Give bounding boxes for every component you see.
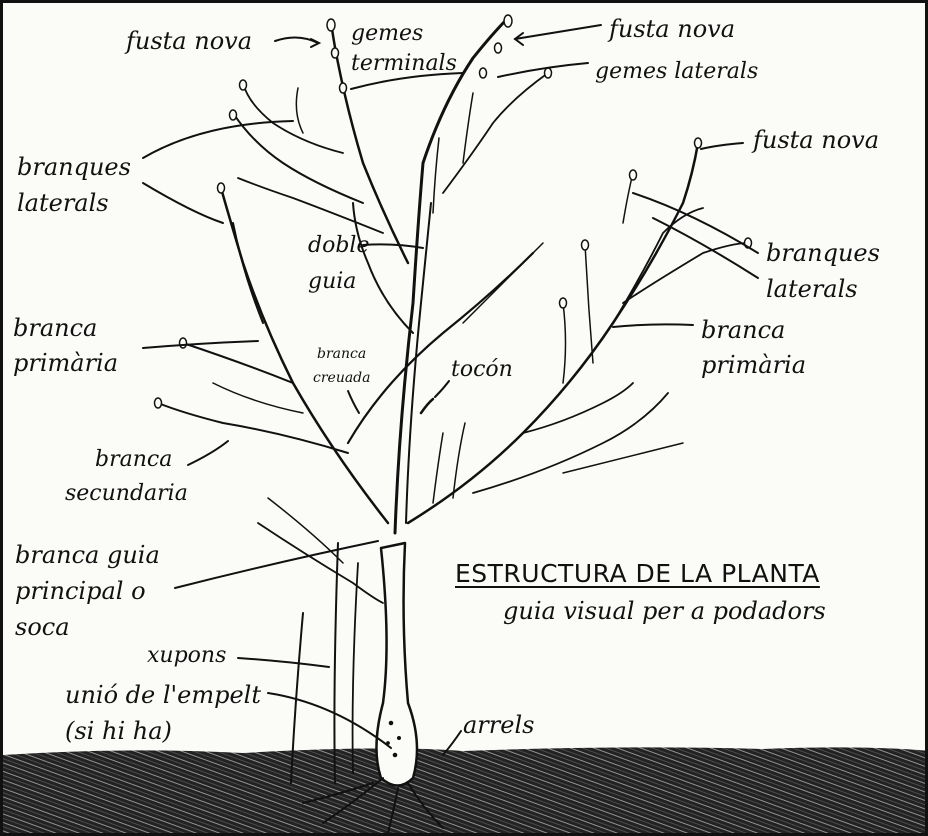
label-unio-empelt-line2: (si hi ha) (65, 717, 172, 745)
label-gemes-terminals-line2: terminals (351, 51, 457, 76)
label-unio-empelt-line1: unió de l'empelt (65, 681, 261, 709)
label-branca-creuada-line2: creuada (313, 370, 371, 386)
right-primary (406, 141, 700, 525)
label-doble-guia-line2: guia (308, 269, 357, 294)
left-leader (329, 19, 410, 265)
tree-drawing (157, 16, 749, 833)
label-arrels: arrels (463, 711, 535, 739)
trunk (375, 541, 419, 787)
label-branca-primaria-left-line2: primària (13, 349, 119, 377)
label-branca-secundaria-line2: secundaria (65, 481, 188, 506)
label-branca-guia-line1: branca guia (15, 541, 160, 569)
callout-arrows (142, 24, 759, 756)
label-branca-secundaria-line1: branca (95, 447, 173, 472)
label-branca-primaria-right-line2: primària (701, 351, 807, 379)
label-branca-guia-line2: principal o (15, 577, 146, 605)
label-doble-guia-line1: doble (308, 233, 370, 258)
label-fusta-nova-left: fusta nova (126, 27, 253, 55)
label-branques-laterals-right-line2: laterals (766, 275, 858, 303)
tree-illustration (3, 14, 925, 833)
label-branca-guia-line3: soca (15, 613, 70, 641)
label-branca-primaria-left-line1: branca (13, 314, 98, 342)
main-leader (393, 16, 510, 535)
label-gemes-terminals-line1: gemes (351, 21, 424, 46)
label-branques-laterals-left-line2: laterals (17, 189, 109, 217)
stub (419, 397, 435, 415)
diagram-subtitle: guia visual per a podadors (503, 597, 826, 625)
left-primary (219, 186, 390, 525)
crossed-branch (346, 251, 535, 445)
label-xupons: xupons (147, 643, 227, 668)
label-gemes-laterals: gemes laterals (595, 59, 759, 84)
label-fusta-nova-top: fusta nova (609, 15, 736, 43)
diagram-title: ESTRUCTURA DE LA PLANTA (455, 559, 820, 588)
label-branca-creuada-line1: branca (317, 346, 367, 362)
label-branques-laterals-right-line1: branques (766, 239, 880, 267)
label-tocon: tocón (451, 357, 513, 382)
suckers (290, 612, 304, 784)
soil-ground (3, 747, 925, 833)
roots (302, 777, 444, 833)
label-branca-primaria-right-line1: branca (701, 316, 786, 344)
label-fusta-nova-right: fusta nova (753, 126, 880, 154)
label-branques-laterals-left-line1: branques (17, 153, 131, 181)
buds (153, 14, 753, 409)
